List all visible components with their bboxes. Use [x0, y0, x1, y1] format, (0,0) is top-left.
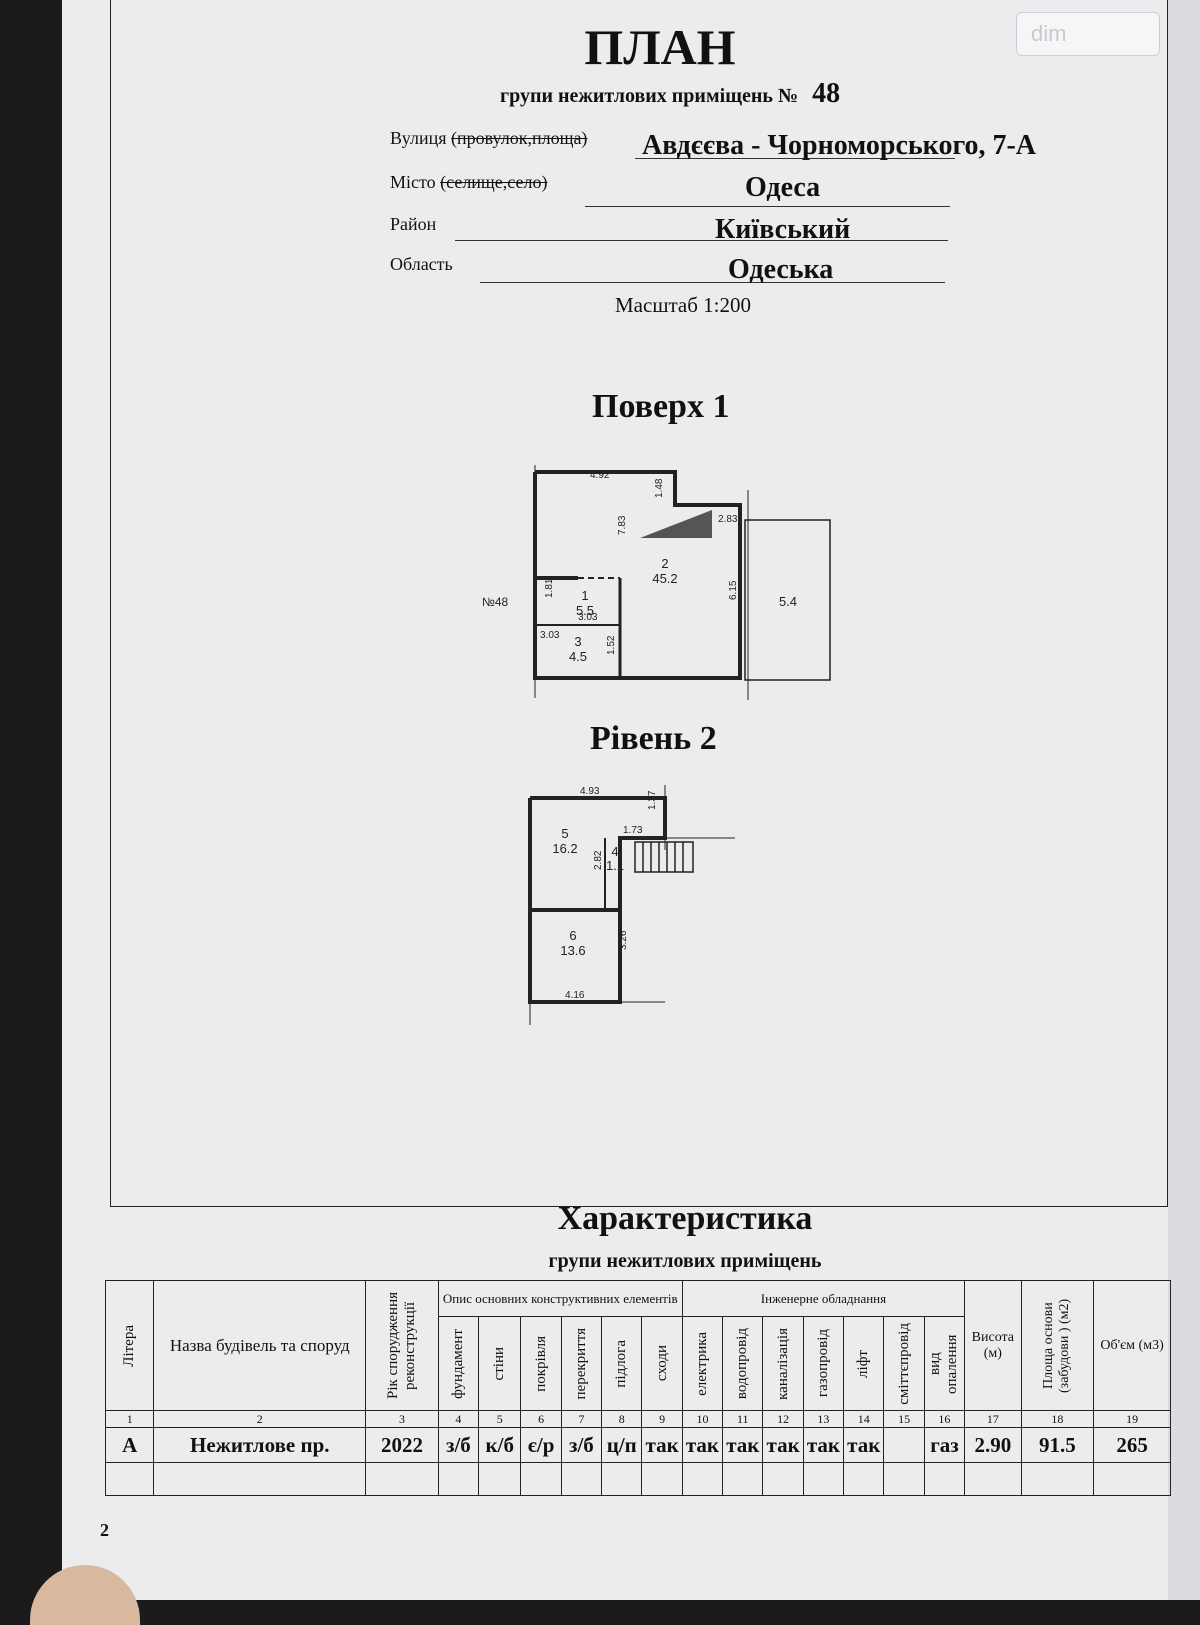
characteristics-subtitle: групи нежитлових приміщень [548, 1250, 822, 1272]
dim-label: 1.81 [544, 578, 555, 598]
dim-label: 4.92 [590, 470, 610, 481]
dim-label: 2.83 [718, 514, 738, 525]
header-year: Рік спорудження реконструкції [365, 1280, 439, 1411]
district-line [455, 240, 948, 241]
room-area: 16.2 [552, 841, 577, 856]
header-height: Висота (м) [964, 1280, 1022, 1411]
header-name: Назва будівель та споруд [153, 1280, 367, 1411]
floor2-plan: 4.93 1.37 1.73 2.82 3.26 4.16 5 16.2 4 1… [528, 785, 735, 1025]
header-foundation: фундамент [437, 1316, 480, 1411]
city-label: Місто (селище,село) [390, 172, 548, 192]
dim-label: 7.83 [617, 515, 628, 535]
header-sewage: каналізація [762, 1316, 804, 1411]
header-stairs: сходи [641, 1316, 683, 1411]
region-label: Область [390, 254, 453, 274]
room-number: 6 [569, 928, 576, 943]
district-label: Район [390, 214, 437, 234]
room-number: 4 [611, 844, 618, 859]
floor2-title: Рівень 2 [590, 720, 717, 757]
header-area: Площа основи (забудови ) (м2) [1020, 1280, 1095, 1411]
header-construct-group: Опис основних конструктивних елементів [437, 1280, 683, 1317]
next-sheet-edge [1168, 0, 1200, 1600]
floor2-outer-wall [528, 796, 667, 1004]
room-number: 5 [561, 826, 568, 841]
characteristics-title: Характеристика [557, 1200, 813, 1237]
dim-label: 1.48 [654, 478, 665, 498]
floor1-room-54 [744, 519, 831, 681]
floor1-title: Поверх 1 [592, 388, 730, 425]
plan-frame [110, 0, 1168, 1207]
city-line [585, 206, 950, 207]
city-value: Одеса [745, 172, 821, 203]
dim-label: 4.16 [565, 990, 585, 1001]
header-electricity: електрика [681, 1316, 724, 1411]
floor1-plan: 4.92 1.48 7.83 2.83 1.81 3.03 3.03 1.52 … [482, 465, 831, 700]
room-area: 45.2 [652, 571, 677, 586]
dim-label: 1.52 [606, 635, 617, 655]
header-garbage: сміттєпровід [883, 1316, 925, 1411]
street-line [635, 158, 955, 159]
plan-title: ПЛАН [584, 19, 736, 75]
room-area: 5.4 [779, 594, 797, 609]
dim-label: 1.37 [647, 790, 658, 810]
header-litera: Літера [104, 1280, 155, 1411]
room-number: 1 [581, 588, 588, 603]
floor1-outer-wall [533, 470, 742, 680]
dim-label: 3.26 [618, 930, 629, 950]
dim-label: 2.82 [593, 850, 604, 870]
dim-label: 4.93 [580, 786, 600, 797]
header-flooring: підлога [601, 1316, 643, 1411]
dim-label: 3.03 [578, 612, 598, 623]
dim-label: 1.73 [623, 825, 643, 836]
room-number: 2 [661, 556, 668, 571]
plan-subtitle: групи нежитлових приміщень № 48 [500, 78, 920, 110]
unit-label: №48 [482, 595, 509, 609]
room-number: 3 [574, 634, 581, 649]
room-area: 13.6 [560, 943, 585, 958]
header-water: водопровід [722, 1316, 764, 1411]
header-roof: покрівля [520, 1316, 562, 1411]
header-engineering-group: Інженерне обладнання [681, 1280, 966, 1317]
page-number: 2 [100, 1520, 109, 1540]
plan-subtitle-text: групи нежитлових приміщень № [500, 85, 799, 107]
room-area: 4.5 [569, 649, 587, 664]
header-floors: перекриття [560, 1316, 603, 1411]
table-row-empty [104, 1462, 1171, 1496]
floor1-stairs [640, 510, 712, 538]
room-area: 5.5 [576, 603, 594, 618]
street-value: Авдєєва - Чорноморського, 7-А [642, 130, 1037, 161]
header-walls: стіни [478, 1316, 522, 1411]
header-heating: вид опалення [923, 1316, 966, 1411]
characteristics-table: Літера Назва будівель та споруд Рік спор… [104, 1280, 1171, 1496]
district-value: Київський [715, 214, 851, 245]
region-value: Одеська [728, 254, 834, 285]
header-volume: Об'єм (м3) [1093, 1280, 1171, 1411]
floor2-stairs [634, 841, 694, 873]
dim-label: 6.15 [728, 580, 739, 600]
dim-label: 3.03 [540, 630, 560, 641]
header-gas: газопровід [802, 1316, 845, 1411]
scale-label: Масштаб 1:200 [615, 293, 752, 317]
plan-number: 48 [812, 78, 841, 109]
street-label: Вулиця (провулок,площа) [390, 128, 588, 148]
region-line [480, 282, 945, 283]
header-lift: ліфт [843, 1316, 885, 1411]
watermark-logo: dim [1016, 12, 1160, 56]
room-area: 1.1 [606, 858, 624, 873]
